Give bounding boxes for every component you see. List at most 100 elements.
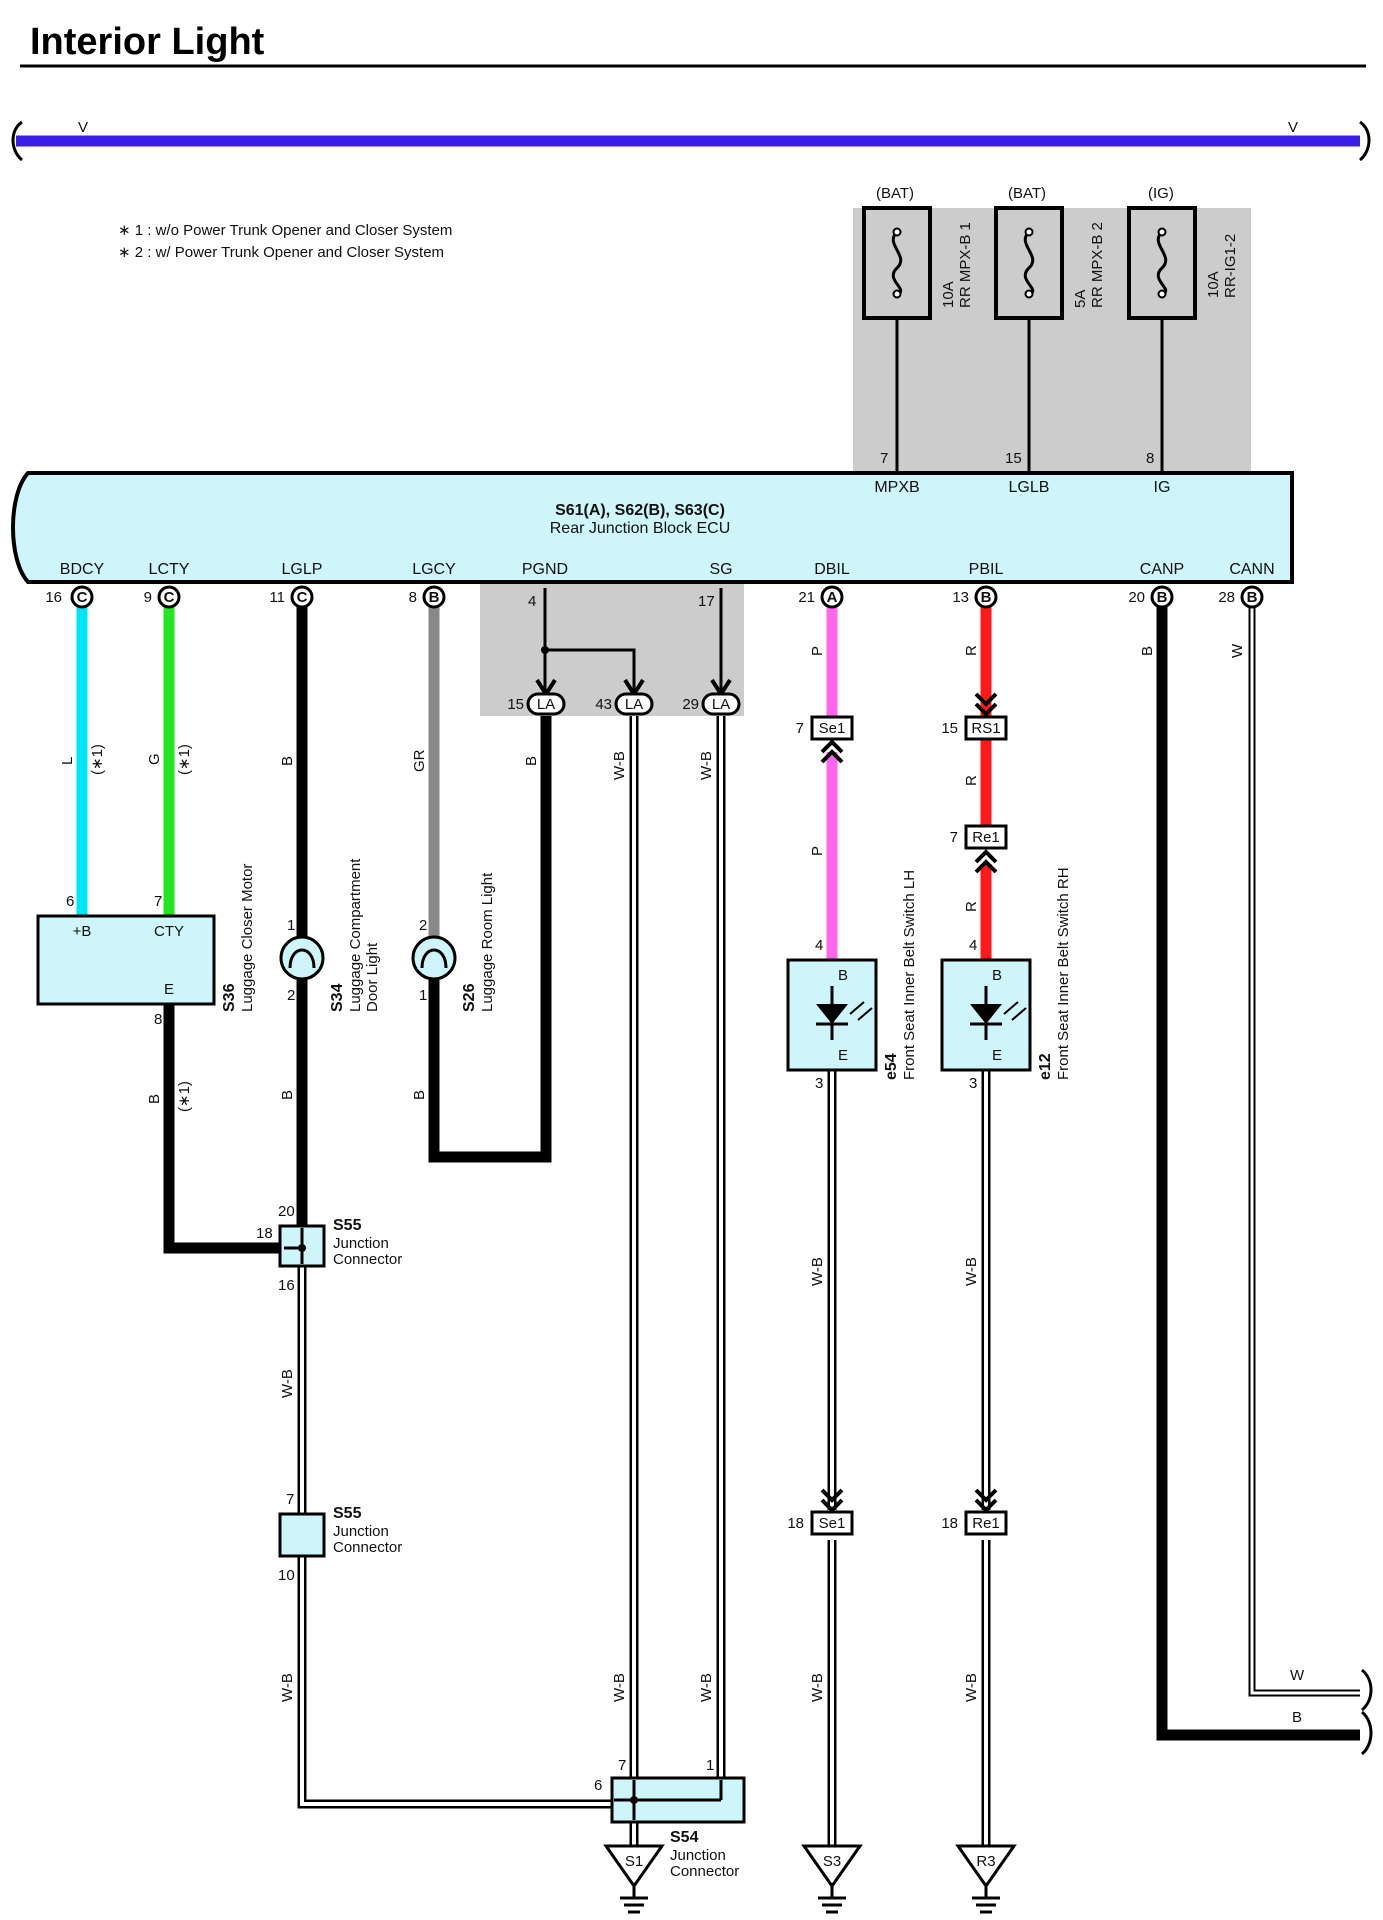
s36-pin-b: 6 [66, 893, 74, 910]
ecu-terminal-lgcy: LGCY [412, 561, 456, 578]
la29-pin: 29 [682, 696, 699, 713]
s26-code: S26 [461, 983, 478, 1012]
fuse-2-supply: (BAT) [1008, 185, 1046, 202]
s36-pin-cty: 7 [154, 893, 162, 910]
e12-led-icon [970, 1004, 1002, 1024]
e12-pin-top: 4 [969, 937, 977, 954]
label-r-bottom: R [963, 901, 980, 912]
label-b-s34: B [279, 1090, 296, 1100]
re1-top-box [964, 824, 1008, 850]
s36-terminal-b: +B [73, 923, 92, 940]
fuse-1-amp: 10A [940, 281, 957, 308]
fuse-area [853, 208, 1251, 472]
s55a-pin-bot: 16 [278, 1277, 295, 1294]
ground-s3-label: S3 [823, 1853, 841, 1870]
pin-conn-pbil: B [981, 589, 992, 606]
ground-s3: S3 [801, 1844, 863, 1914]
note-2: ∗ 2 : w/ Power Trunk Opener and Closer S… [118, 244, 444, 261]
wire-wb-s55-inner [300, 1266, 612, 1806]
se1-top-pin: 7 [796, 720, 804, 737]
rs1-box [964, 715, 1008, 741]
se1-bot-box [810, 1510, 854, 1536]
s54-pin-mid: 7 [618, 1757, 626, 1774]
pin-circle-cann [1240, 585, 1264, 609]
label-wb-la29: W-B [698, 751, 715, 780]
fuse-rr-mpx-b1: (BAT) 10A RR MPX-B 1 7 [862, 185, 974, 474]
pin-num-cann: 28 [1218, 589, 1235, 606]
s34-pin-top: 1 [287, 917, 295, 934]
ecu-body [11, 471, 1294, 584]
connector-se1-top: Se1 7 [796, 715, 854, 764]
fuse-rr-ig1-2: (IG) 10A RR-IG1-2 8 [1127, 185, 1239, 474]
exit-b-break [1360, 1710, 1373, 1756]
e54-pin-bot: 3 [815, 1075, 823, 1092]
e12-terminal-e: E [992, 1047, 1002, 1064]
label-b-s36: B [146, 1094, 163, 1104]
label-wb-e12-mid: W-B [963, 1257, 980, 1286]
fuse-3-element-icon [1156, 230, 1168, 296]
e54-terminal-b: B [838, 967, 848, 984]
pin-num-lgcy: 8 [409, 589, 417, 606]
se1-bot-pin: 18 [787, 1515, 804, 1532]
s54-code: S54 [670, 1829, 699, 1846]
ecu-terminal-pgnd: PGND [522, 561, 568, 578]
wire-w-cann-inner [1250, 606, 1360, 1695]
pin-num-lcty: 9 [144, 589, 152, 606]
e54-light-rays-icon [849, 1001, 873, 1021]
pin-circle-dbil [820, 585, 844, 609]
pin-conn-cann: B [1247, 589, 1258, 606]
label-b-lglp: B [279, 756, 296, 766]
fuse-1-dot-bot [892, 289, 902, 299]
ground-r3: R3 [955, 1844, 1017, 1914]
s34-name-1: Luggage Compartment [347, 858, 364, 1012]
s55b-line1: Junction [333, 1523, 389, 1540]
fuse-3-dot-top [1157, 227, 1167, 237]
wire-w-cann-outer [1248, 606, 1360, 1697]
ecu-top-terminal-mpxb: MPXB [874, 479, 919, 496]
s55b-pin-top: 7 [286, 1491, 294, 1508]
connector-re1-top: Re1 7 [950, 824, 1008, 874]
s55b-code: S55 [333, 1505, 362, 1522]
label-wb-s55-bot: W-B [279, 1673, 296, 1702]
e12-terminal-b: B [992, 967, 1002, 984]
ecu-top-terminal-ig: IG [1154, 479, 1171, 496]
e54-terminal-e: E [838, 1047, 848, 1064]
s26-pin-top: 2 [419, 917, 427, 934]
e12-code: e12 [1037, 1053, 1054, 1080]
fuse-3-supply: (IG) [1148, 185, 1174, 202]
e54-pin-top: 4 [815, 937, 823, 954]
la43-pin: 43 [595, 696, 612, 713]
re1-top-pin: 7 [950, 829, 958, 846]
la29-conn: LA [712, 696, 730, 713]
pin-num-pbil: 13 [952, 589, 969, 606]
s54-splice-dot [630, 1796, 638, 1804]
s34-filament-icon [288, 948, 316, 969]
la29-oval [701, 692, 741, 716]
s55a-line1: Junction [333, 1235, 389, 1252]
s36-code: S36 [221, 983, 238, 1012]
s54-pin-right: 1 [706, 1757, 714, 1774]
s36-body [36, 914, 216, 1006]
label-r-top: R [963, 645, 980, 656]
pin-num-canp: 20 [1128, 589, 1145, 606]
ecu-terminal-cann: CANN [1229, 561, 1274, 578]
label-b-s26: B [411, 1090, 428, 1100]
pin-conn-dbil: A [827, 589, 838, 606]
power-bus-v: V V [11, 119, 1371, 162]
pin-conn-lcty: C [164, 589, 175, 606]
la-connectors: LA 15 LA 43 LA 29 [507, 692, 741, 716]
s54-line1: Junction [670, 1847, 726, 1864]
fuse-1-name: RR MPX-B 1 [957, 222, 974, 308]
pin-conn-lglp: C [297, 589, 308, 606]
s34-name-2: Door Light [364, 942, 381, 1012]
pin-circle-lcty [157, 585, 181, 609]
s36-terminal-cty: CTY [154, 923, 184, 940]
s36-name: Luggage Closer Motor [239, 864, 256, 1012]
s26-bulb-icon [411, 935, 457, 981]
pin-num-pgnd: 4 [528, 593, 536, 610]
ecu-terminal-dbil: DBIL [814, 561, 850, 578]
label-g-star: (∗1) [176, 744, 193, 775]
s54-pin-left: 6 [594, 1777, 602, 1794]
s55-junction-connector-lower: 7 10 S55 Junction Connector [278, 1491, 402, 1584]
